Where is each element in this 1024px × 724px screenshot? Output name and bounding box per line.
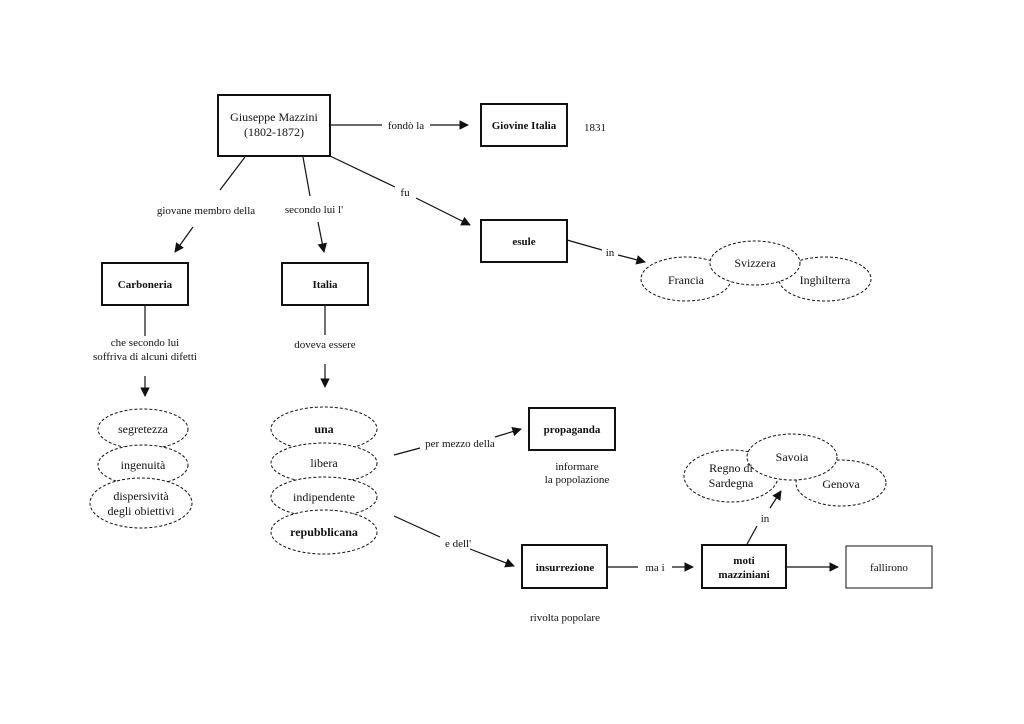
label-e-dell: e dell' xyxy=(445,538,471,550)
node-esule[interactable]: esule xyxy=(480,219,568,263)
edge-giovane-carboneria xyxy=(174,226,194,253)
year-label: 1831 xyxy=(584,122,606,134)
carboneria-defects: segretezza ingenuità dispersività degli … xyxy=(89,408,193,529)
edge-qualities-per-mezzo xyxy=(393,447,421,456)
edge-mazzini-fu xyxy=(329,155,396,188)
quality-una: una xyxy=(314,422,333,436)
ellipse-savoia[interactable] xyxy=(746,433,838,481)
edge-mazzini-secondo xyxy=(302,156,311,197)
place-savoia: Savoia xyxy=(776,450,809,464)
edge-qualities-e-dell xyxy=(393,515,441,538)
node-carboneria[interactable]: Carboneria xyxy=(101,262,189,306)
label-ma-i: ma i xyxy=(645,562,664,574)
ellipse-dispersivita[interactable] xyxy=(89,477,193,529)
node-mazzini[interactable]: Giuseppe Mazzini (1802-1872) xyxy=(217,94,331,157)
label-fu: fu xyxy=(400,187,410,199)
defect-dispersivita-2: degli obiettivi xyxy=(108,504,176,518)
edges xyxy=(140,120,839,572)
node-propaganda[interactable]: propaganda xyxy=(528,407,616,451)
edge-in-places xyxy=(617,254,646,265)
label-fondo-la: fondò la xyxy=(388,120,424,132)
italia-qualities: una libera indipendente repubblicana xyxy=(270,406,378,555)
place-genova: Genova xyxy=(822,477,860,491)
label-che-secondo-1: che secondo lui xyxy=(111,337,179,349)
fallirono-label: fallirono xyxy=(870,562,908,574)
place-regno-1: Regno di xyxy=(709,461,753,475)
node-insurrezione[interactable]: insurrezione xyxy=(521,544,608,589)
moti-label-1: moti xyxy=(733,555,754,567)
place-svizzera: Svizzera xyxy=(734,256,776,270)
node-fallirono[interactable]: fallirono xyxy=(845,545,933,589)
label-per-mezzo: per mezzo della xyxy=(425,438,495,450)
places-moti: Regno di Sardegna Savoia Genova xyxy=(683,433,887,507)
propaganda-label: propaganda xyxy=(544,424,601,436)
mazzini-dates: (1802-1872) xyxy=(244,125,304,139)
mazzini-name: Giuseppe Mazzini xyxy=(230,110,318,124)
edge-moti-in xyxy=(745,525,758,547)
node-giovine-italia[interactable]: Giovine Italia xyxy=(480,103,568,147)
ellipse-repubblicana[interactable] xyxy=(270,509,378,555)
edge-mazzini-giovane xyxy=(219,156,246,191)
note-informare-2: la popolazione xyxy=(545,474,610,486)
place-inghilterra: Inghilterra xyxy=(800,273,851,287)
places-exile: Francia Svizzera Inghilterra xyxy=(640,240,872,302)
defect-dispersivita-1: dispersività xyxy=(113,489,169,503)
edge-labels: fondò la fu in giovane membro della seco… xyxy=(93,120,770,574)
label-giovane-membro: giovane membro della xyxy=(157,205,255,217)
giovine-italia-label: Giovine Italia xyxy=(492,120,557,132)
moti-label-2: mazziniani xyxy=(718,569,769,581)
label-in-exile: in xyxy=(606,247,615,259)
place-regno-2: Sardegna xyxy=(709,476,754,490)
edge-esule-in xyxy=(566,239,603,251)
quality-repubblicana: repubblicana xyxy=(290,525,358,539)
label-secondo-lui: secondo lui l' xyxy=(285,204,343,216)
carboneria-label: Carboneria xyxy=(118,279,173,291)
node-italia[interactable]: Italia xyxy=(281,262,369,306)
edge-per-mezzo-propaganda xyxy=(494,426,522,438)
node-moti[interactable]: moti mazziniani xyxy=(701,544,787,589)
quality-libera: libera xyxy=(310,456,338,470)
edge-secondo-italia xyxy=(317,221,328,253)
ellipse-inghilterra[interactable] xyxy=(778,256,872,302)
label-in-moti: in xyxy=(761,513,770,525)
note-rivolta: rivolta popolare xyxy=(530,612,600,624)
place-francia: Francia xyxy=(668,273,705,287)
edge-in-places-moti xyxy=(769,490,782,509)
label-che-secondo-2: soffriva di alcuni difetti xyxy=(93,351,197,363)
esule-label: esule xyxy=(512,236,535,248)
insurrezione-label: insurrezione xyxy=(536,562,595,574)
defect-ingenuita: ingenuità xyxy=(121,458,166,472)
defect-segretezza: segretezza xyxy=(118,422,169,436)
italia-label: Italia xyxy=(312,279,338,291)
ellipse-svizzera[interactable] xyxy=(709,240,801,286)
note-informare-1: informare xyxy=(555,461,598,473)
edge-e-dell-insurrezione xyxy=(469,548,515,568)
quality-indipendente: indipendente xyxy=(293,490,355,504)
edge-fu-esule xyxy=(415,197,471,226)
label-doveva-essere: doveva essere xyxy=(294,339,356,351)
